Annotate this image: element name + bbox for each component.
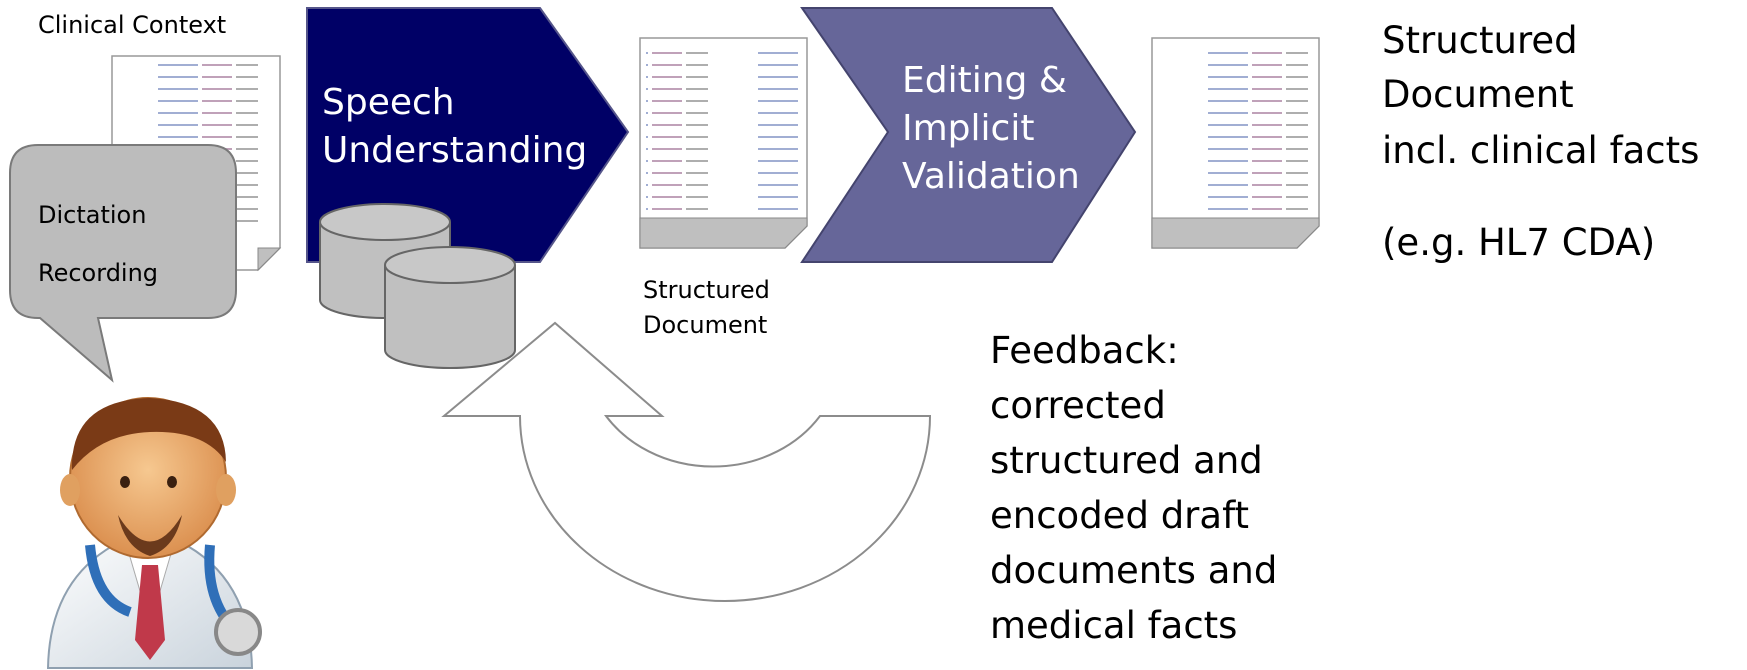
feedback-label-line6: medical facts [990,604,1238,647]
speech-understanding-label-line1: Speech [322,82,455,123]
dictation-speech-bubble [9,144,237,383]
output-label-line2: Document [1382,73,1574,116]
database-icon [384,246,516,369]
feedback-u-turn-arrow [441,321,932,602]
clinical-context-label: Clinical Context [38,11,227,39]
feedback-label-line3: structured and [990,439,1263,482]
output-label-line3: incl. clinical facts [1382,129,1700,172]
editing-label-line3: Validation [902,156,1080,197]
speech-understanding-chevron [306,7,630,263]
structured-document-label-line1: Structured [643,276,770,304]
editing-label-line1: Editing & [902,60,1067,101]
doctor-avatar-icon [46,397,262,669]
dictation-label-line2: Recording [38,259,159,287]
feedback-label-line5: documents and [990,549,1278,592]
editing-label-line2: Implicit [902,108,1035,149]
structured-document-icon [639,37,808,249]
feedback-label-line4: encoded draft [990,494,1249,537]
output-label-line1: Structured [1382,19,1578,62]
feedback-label-line1: Feedback: [990,329,1179,372]
feedback-label-line2: corrected [990,384,1166,427]
dictation-label-line1: Dictation [38,201,147,229]
output-label-line4: (e.g. HL7 CDA) [1382,221,1656,264]
structured-document-label-line2: Document [643,311,768,339]
editing-validation-chevron [800,7,1137,263]
output-document-icon [1151,37,1320,249]
speech-understanding-label-line2: Understanding [322,130,588,171]
